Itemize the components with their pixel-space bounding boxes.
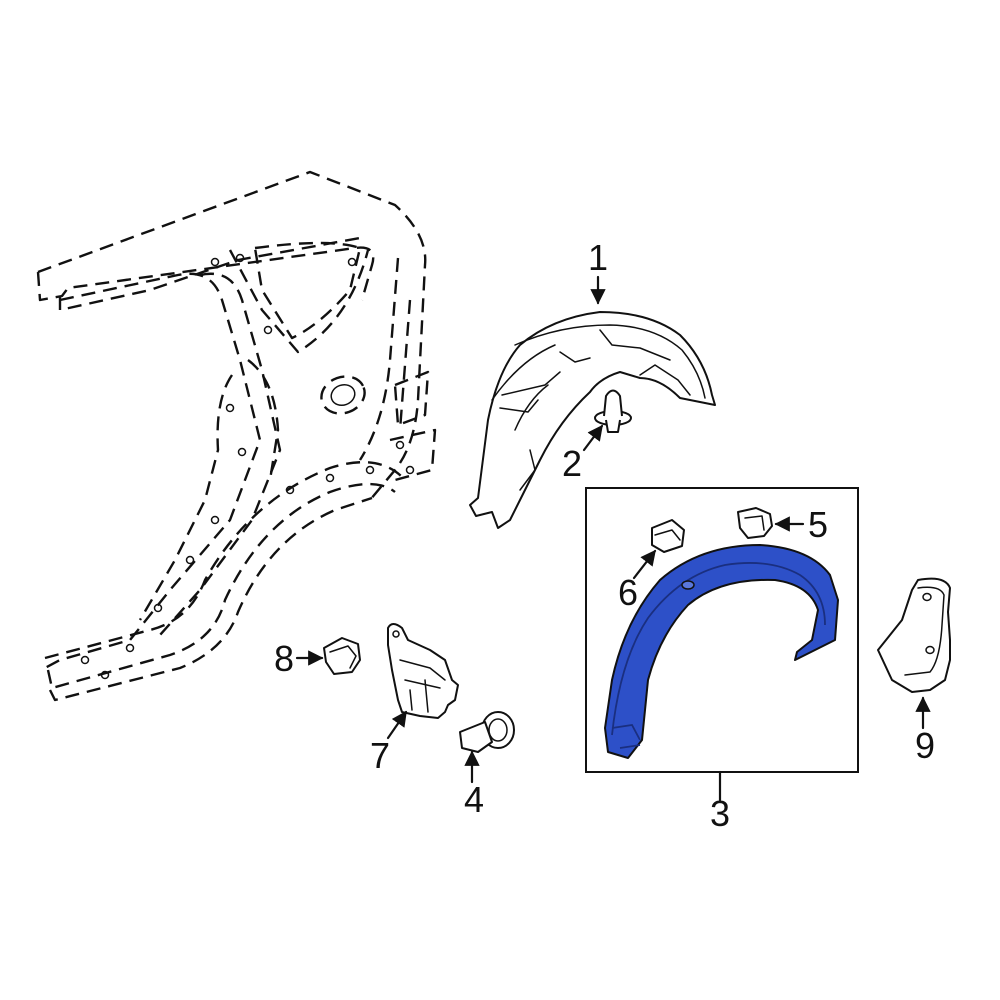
callout-labels: 1 2 3 4 5 6 7 8 9: [274, 237, 935, 834]
callout-7: 7: [370, 735, 390, 776]
callout-8: 8: [274, 638, 294, 679]
part-3-box: [585, 487, 859, 773]
part-3-wheel-opening-molding[interactable]: [604, 544, 839, 759]
part-1-wheelhouse-liner[interactable]: [469, 311, 716, 529]
callout-1: 1: [588, 237, 608, 278]
quarter-panel-outline: [36, 170, 437, 702]
callout-4: 4: [464, 779, 484, 820]
part-2-push-clip[interactable]: [594, 389, 632, 433]
part-6-clip[interactable]: [651, 519, 685, 553]
part-8-clip[interactable]: [323, 637, 361, 675]
part-4-retainer[interactable]: [459, 711, 515, 753]
panel-holes: [80, 253, 415, 680]
part-5-clip[interactable]: [737, 507, 773, 539]
callout-9: 9: [915, 725, 935, 766]
callout-5: 5: [808, 504, 828, 545]
leader-lines: [295, 275, 931, 802]
part-7-bracket[interactable]: [387, 623, 459, 719]
callout-2: 2: [562, 443, 582, 484]
callout-3: 3: [710, 793, 730, 834]
callout-6: 6: [618, 572, 638, 613]
part-9-mud-flap[interactable]: [877, 577, 951, 693]
